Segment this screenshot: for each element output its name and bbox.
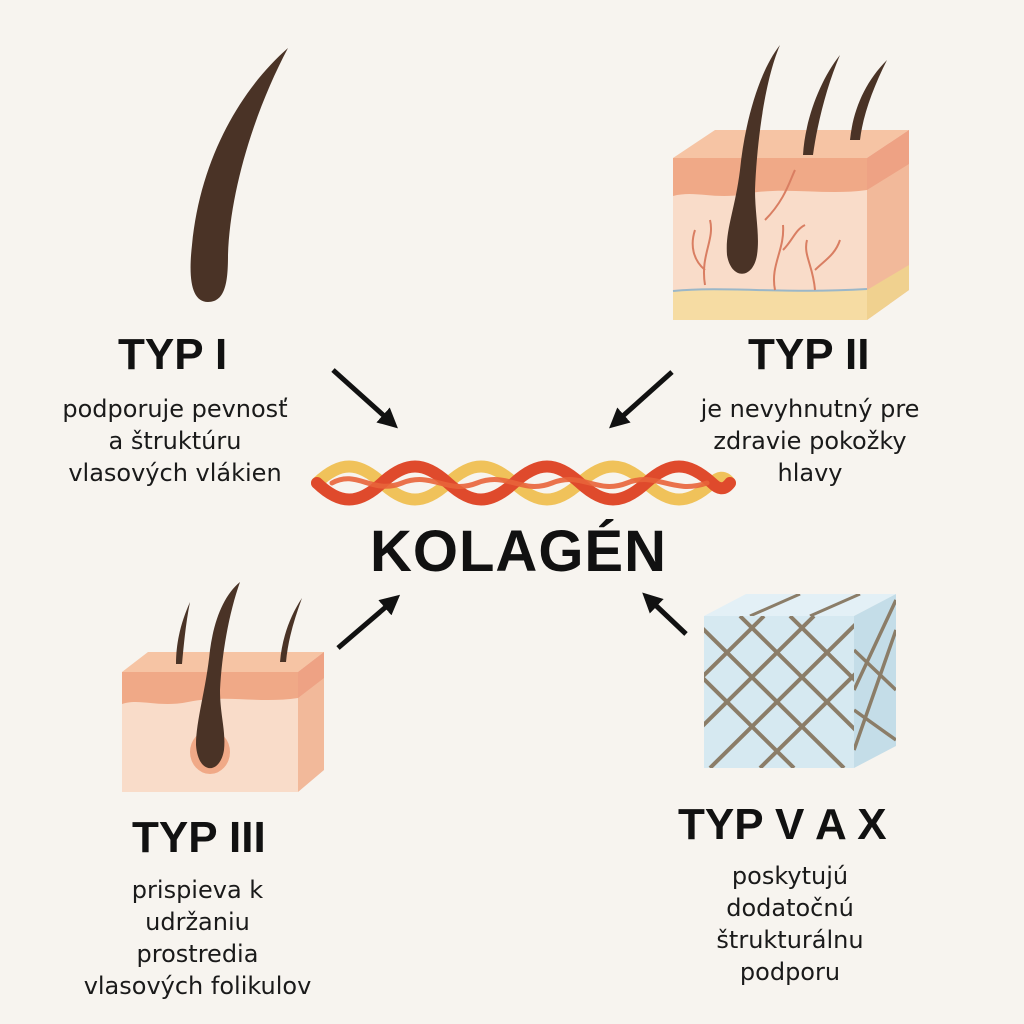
hair-strand-icon	[190, 48, 288, 302]
type-2-title: TYP II	[748, 330, 870, 379]
type-1-title: TYP I	[118, 330, 228, 379]
arrow-type5x	[642, 592, 688, 636]
arrow-type2	[609, 370, 674, 429]
center-title: KOLAGÉN	[370, 519, 667, 584]
skin-with-hair-follicle-icon	[672, 45, 909, 320]
arrow-type1	[331, 368, 398, 429]
type-5x-title: TYP V A X	[678, 800, 887, 849]
skin-block-with-follicle-icon	[122, 582, 324, 792]
collagen-triple-helix-icon	[311, 460, 736, 506]
arrow-type3	[336, 594, 401, 650]
type-3-title: TYP III	[132, 813, 266, 862]
mesh-cube-icon	[704, 594, 896, 768]
